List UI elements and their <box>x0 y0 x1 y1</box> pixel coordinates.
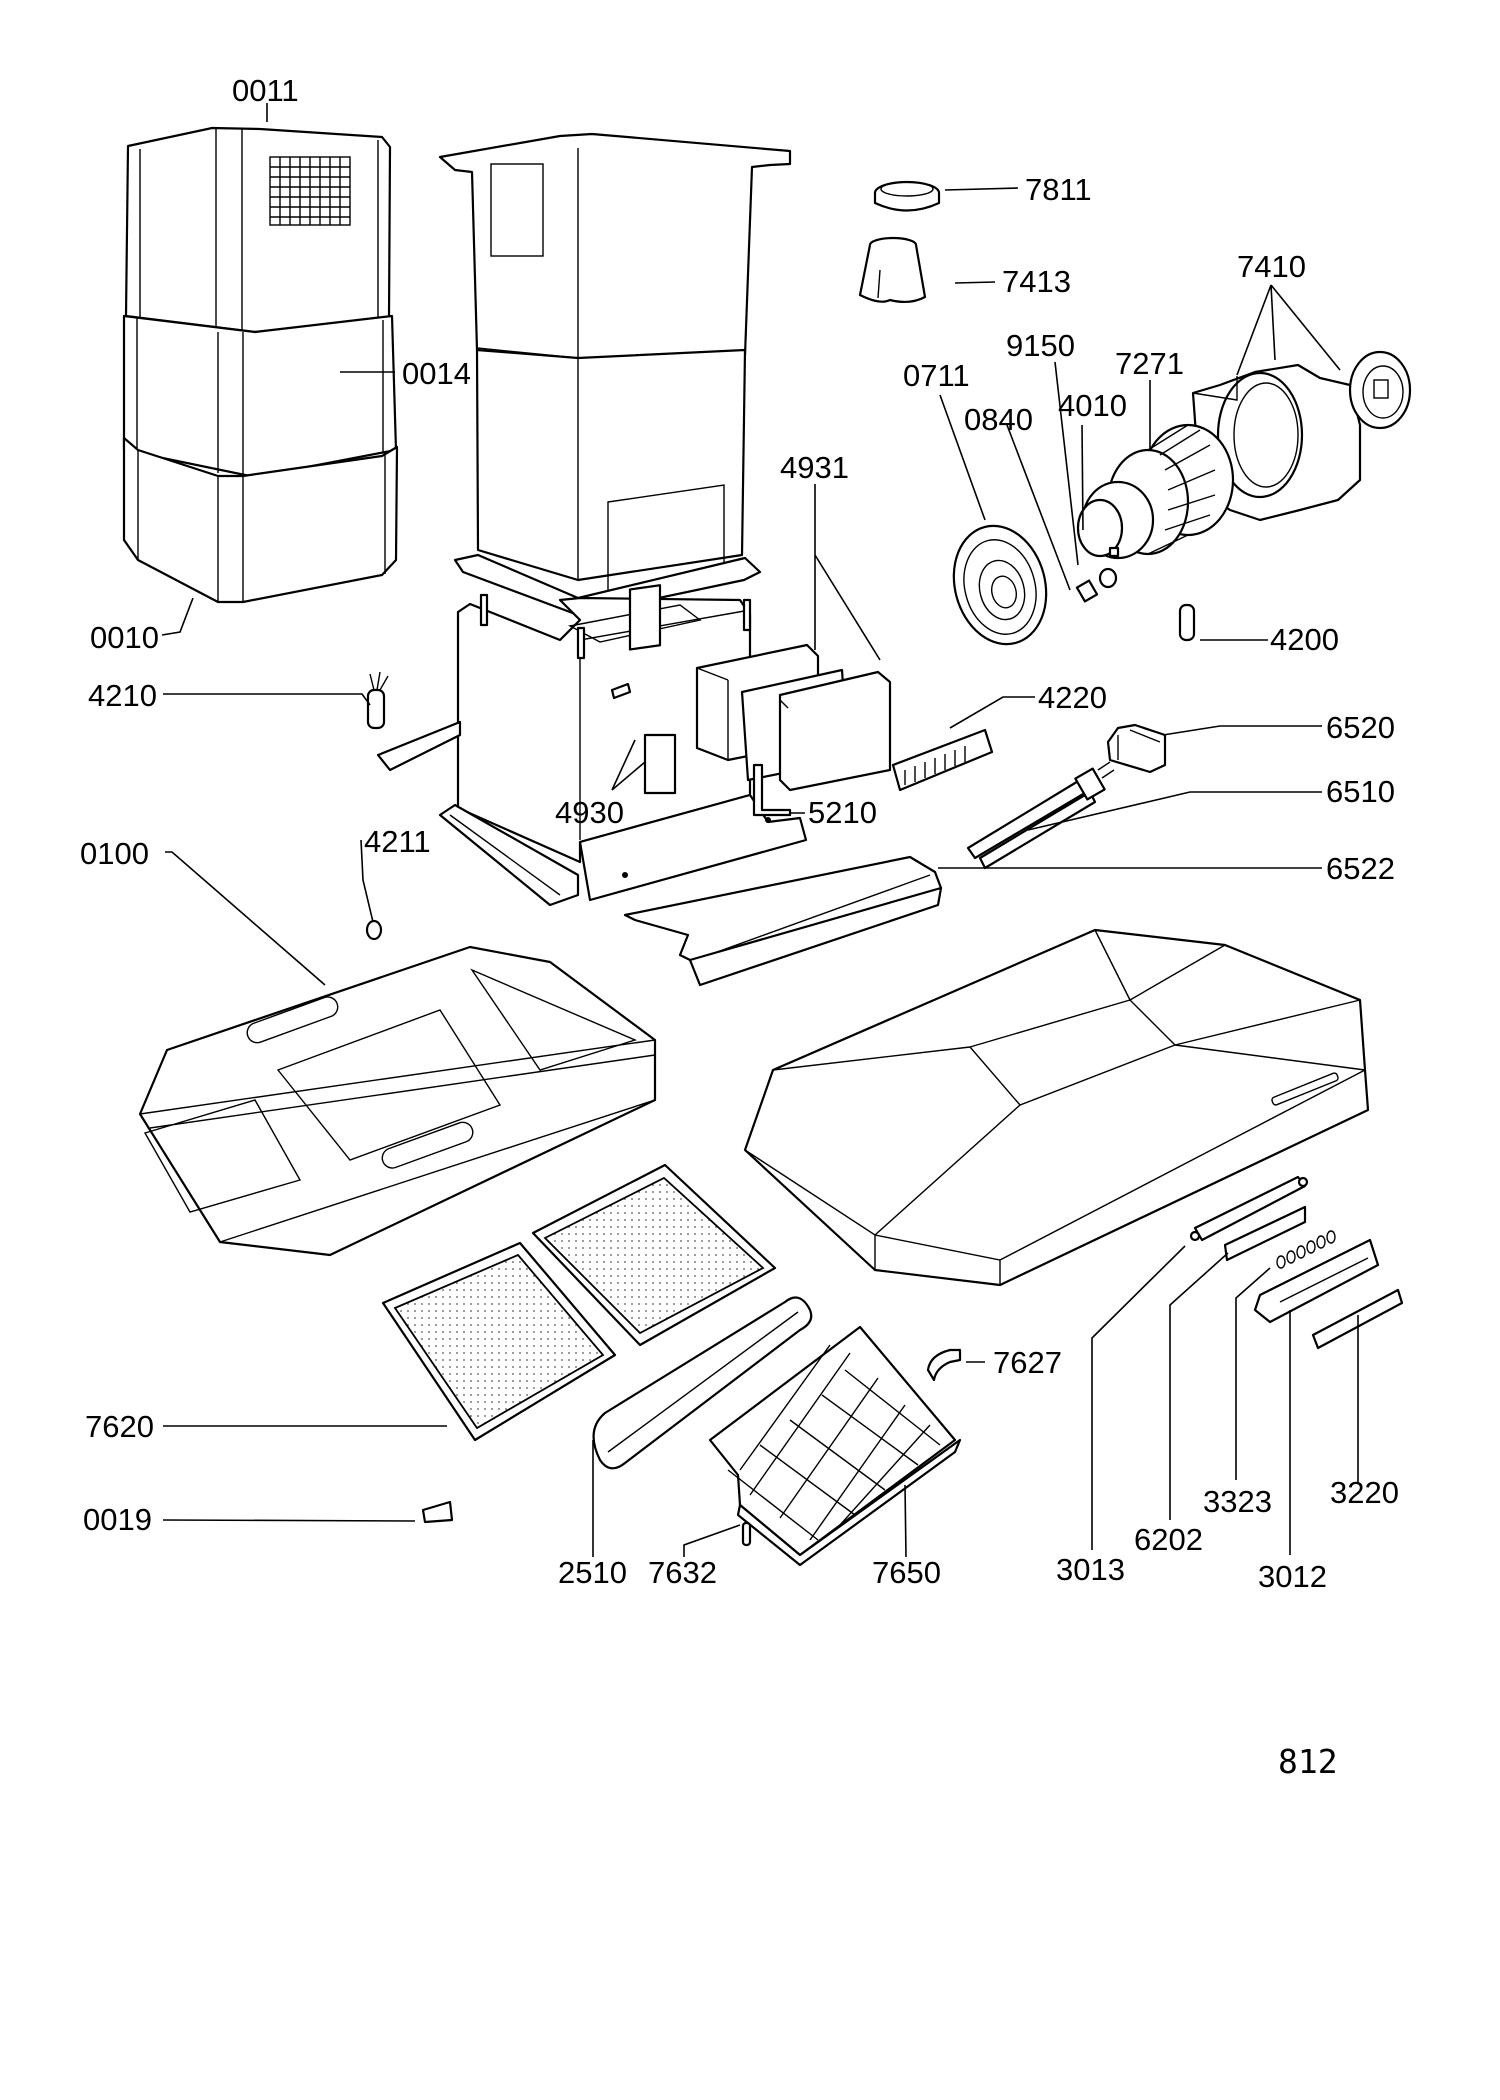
chimney-cover-assembly <box>122 126 399 604</box>
label-4931: 4931 <box>780 450 849 485</box>
label-4220: 4220 <box>1038 680 1107 715</box>
reducer <box>858 236 927 304</box>
electronic-boards <box>610 584 677 795</box>
label-9150: 9150 <box>1006 328 1075 363</box>
grease-filter-b <box>531 1163 777 1347</box>
label-7650: 7650 <box>872 1555 941 1590</box>
label-7271: 7271 <box>1115 346 1184 381</box>
label-4930: 4930 <box>555 795 624 830</box>
label-6522: 6522 <box>1326 851 1395 886</box>
capacitor-4210 <box>366 671 389 730</box>
label-3323: 3323 <box>1203 1484 1272 1519</box>
terminal-block <box>891 728 994 792</box>
label-4200: 4200 <box>1270 622 1339 657</box>
label-6520: 6520 <box>1326 710 1395 745</box>
label-7413: 7413 <box>1002 264 1071 299</box>
label-6510: 6510 <box>1326 774 1395 809</box>
label-0019: 0019 <box>83 1502 152 1537</box>
inner-chimney <box>438 132 792 617</box>
motor-cover <box>952 524 1048 646</box>
label-7811: 7811 <box>1025 172 1092 207</box>
label-7632: 7632 <box>648 1555 717 1590</box>
label-3013: 3013 <box>1056 1552 1125 1587</box>
push-buttons <box>1276 1230 1336 1269</box>
seal <box>592 1296 813 1470</box>
bracket <box>752 763 792 817</box>
lamp <box>966 761 1115 870</box>
label-0100: 0100 <box>80 836 149 871</box>
label-4211: 4211 <box>364 824 431 859</box>
label-3220: 3220 <box>1330 1475 1399 1510</box>
label-7620: 7620 <box>85 1409 154 1444</box>
switch-frame <box>1189 1175 1309 1242</box>
clip <box>926 1348 962 1382</box>
label-0711: 0711 <box>903 358 970 393</box>
capacitor-4200 <box>1178 603 1196 642</box>
part-labels: 0011 0014 0010 7811 7413 7410 7271 4010 … <box>80 73 1399 1781</box>
lamp-holder <box>1106 723 1167 774</box>
control-box-covers <box>695 643 892 792</box>
label-6202: 6202 <box>1134 1522 1203 1557</box>
motor-housing-box <box>376 593 808 907</box>
label-4010: 4010 <box>1058 388 1127 423</box>
label-4210: 4210 <box>88 678 157 713</box>
grommet <box>365 919 383 941</box>
label-5210: 5210 <box>808 795 877 830</box>
motor <box>1076 480 1155 560</box>
label-0011: 0011 <box>232 73 299 108</box>
top-ring <box>873 180 941 212</box>
page-number: 812 <box>1278 1742 1338 1781</box>
hood-canopy <box>743 928 1370 1287</box>
label-2510: 2510 <box>558 1555 627 1590</box>
label-7410: 7410 <box>1237 249 1306 284</box>
label-0840: 0840 <box>964 402 1033 437</box>
nut <box>1098 567 1118 589</box>
label-7627: 7627 <box>993 1345 1062 1380</box>
label-0010: 0010 <box>90 620 159 655</box>
lamp-cover <box>623 855 943 987</box>
inner-frame <box>138 945 657 1257</box>
label-0014: 0014 <box>402 356 471 391</box>
switch-panel <box>1253 1238 1380 1324</box>
spacer <box>1075 579 1099 603</box>
label-3012: 3012 <box>1258 1559 1327 1594</box>
fan-housing <box>1191 350 1412 522</box>
foot <box>421 1500 454 1524</box>
grease-filter-a <box>381 1241 617 1442</box>
vent-grille <box>269 156 351 226</box>
screw <box>741 1521 752 1547</box>
carbon-filter <box>708 1325 962 1567</box>
leader-lines <box>161 103 1359 1558</box>
